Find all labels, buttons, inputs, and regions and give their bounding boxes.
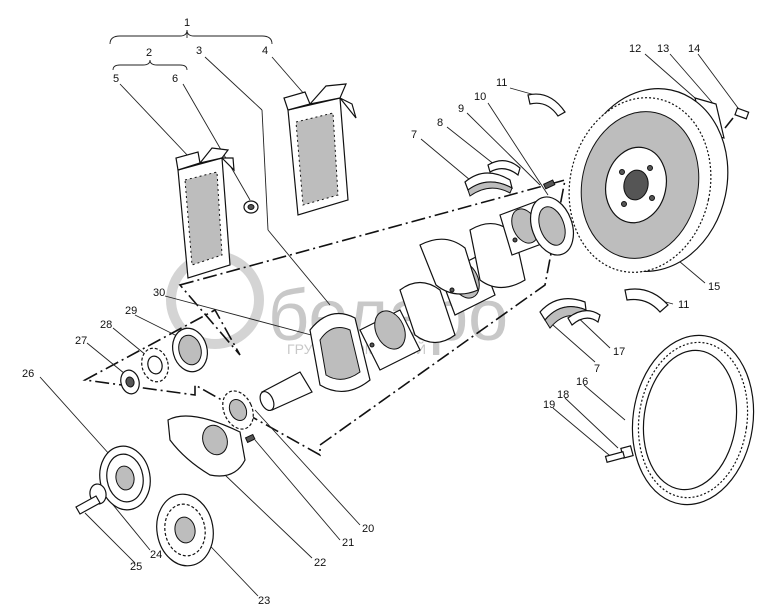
crankshaft [259, 196, 575, 412]
callout-12: 12 [629, 43, 641, 55]
callout-11: 11 [496, 77, 507, 89]
callout-7-lower: 7 [594, 363, 600, 375]
part-7-17-bearing-shells-lower [539, 298, 601, 329]
callout-labels: 1 2 3 4 5 6 7 8 9 10 11 12 13 14 15 11 1… [22, 17, 720, 607]
callout-4: 4 [262, 45, 268, 57]
part-15-flywheel [568, 88, 729, 273]
callout-28: 28 [100, 319, 112, 331]
callout-9: 9 [458, 103, 464, 115]
callout-1: 1 [184, 17, 190, 29]
part-11-thrust-half-ring-top [527, 93, 566, 117]
part-6-nut [243, 200, 259, 214]
part-29-oil-thrower [172, 327, 208, 373]
part-7-8-bearing-shells-top [464, 160, 521, 197]
part-23-damper [156, 493, 214, 567]
part-10-key [542, 179, 556, 190]
callout-22: 22 [314, 557, 326, 569]
callout-25: 25 [130, 561, 142, 573]
callout-3: 3 [196, 45, 202, 57]
part-18-19-bolt [604, 445, 634, 463]
callout-13: 13 [657, 43, 669, 55]
callout-24: 24 [150, 549, 162, 561]
callout-21: 21 [342, 537, 354, 549]
callout-20: 20 [362, 523, 374, 535]
callout-30: 30 [153, 287, 165, 299]
part-22-counterweight [167, 415, 246, 477]
callout-8: 8 [437, 117, 443, 129]
part-11-thrust-half-ring-right [624, 288, 669, 313]
callout-2: 2 [146, 47, 152, 59]
part-28-lock-washer [141, 347, 169, 383]
callout-7: 7 [411, 129, 417, 141]
part-21-key [244, 433, 256, 444]
callout-15: 15 [708, 281, 720, 293]
callout-11-lower: 11 [678, 299, 689, 311]
part-16-ring-gear [631, 334, 755, 506]
callout-16: 16 [576, 376, 588, 388]
part-24-25-washer-bolt [75, 483, 107, 515]
part-5-bearing-set-package [175, 147, 235, 279]
part-27-nut [120, 369, 140, 395]
callout-18: 18 [557, 389, 569, 401]
callout-27: 27 [75, 335, 87, 347]
callout-26: 26 [22, 368, 34, 380]
callout-5: 5 [113, 73, 119, 85]
callout-14: 14 [688, 43, 700, 55]
callout-29: 29 [125, 305, 137, 317]
callout-6: 6 [172, 73, 178, 85]
callout-23: 23 [258, 595, 270, 607]
callout-10: 10 [474, 91, 486, 103]
part-26-crankshaft-pulley [99, 445, 151, 511]
callout-17: 17 [613, 346, 625, 358]
part-4-bearing-set-package [283, 83, 357, 216]
callout-19: 19 [543, 399, 555, 411]
part-20-crankshaft-gear [222, 390, 254, 430]
